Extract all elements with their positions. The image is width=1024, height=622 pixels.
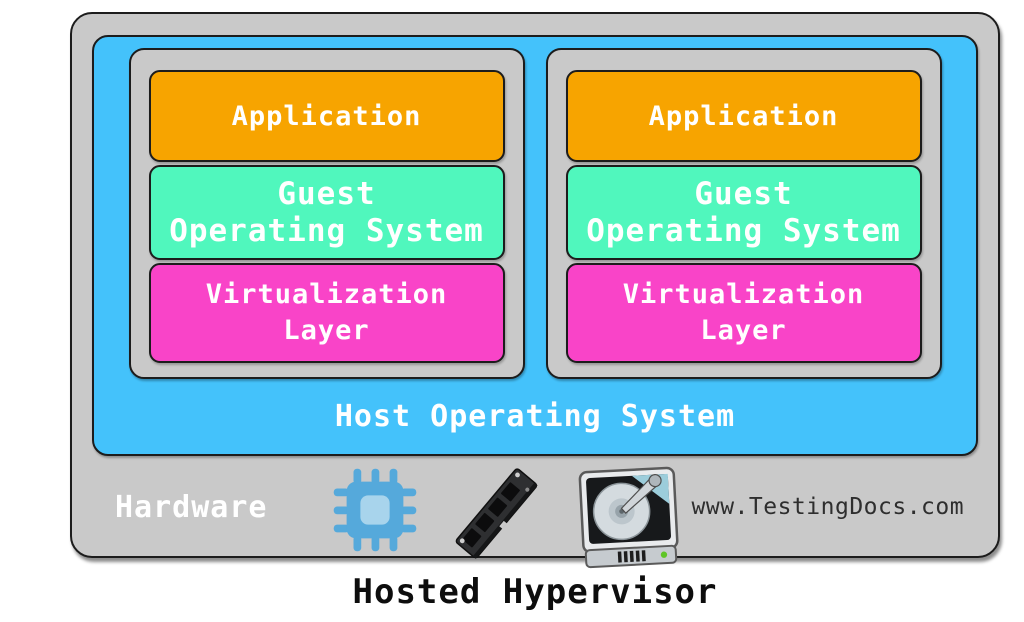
vm2-virtualization-layer-label: Virtualization Layer: [622, 278, 865, 346]
vm2-guest-os-box: Guest Operating System: [565, 165, 922, 260]
ram-icon: [444, 461, 548, 569]
diagram-title: Hosted Hypervisor: [352, 572, 718, 612]
vm-box-2: Application Guest Operating System Virtu…: [545, 48, 942, 379]
watermark-text: www.TestingDocs.com: [691, 494, 965, 520]
vm1-virtualization-layer-box: Virtualization Layer: [148, 263, 505, 363]
vm1-virtualization-layer-label: Virtualization Layer: [205, 278, 448, 346]
vm2-virtualization-layer-box: Virtualization Layer: [565, 263, 922, 363]
hardware-strip: Hardware: [72, 456, 998, 569]
vm-row: Application Guest Operating System Virtu…: [94, 48, 976, 379]
vm2-application-label: Application: [648, 100, 839, 132]
hdd-icon: [574, 466, 684, 574]
hardware-layer-box: Application Guest Operating System Virtu…: [70, 12, 1000, 569]
vm-box-1: Application Guest Operating System Virtu…: [128, 48, 525, 379]
host-os-label: Host Operating System: [334, 399, 736, 434]
vm1-application-box: Application: [148, 70, 505, 162]
cpu-icon: [332, 467, 418, 557]
vm2-application-box: Application: [565, 70, 922, 162]
vm2-guest-os-label: Guest Operating System: [586, 175, 901, 249]
host-os-layer-box: Application Guest Operating System Virtu…: [92, 35, 978, 456]
vm1-application-label: Application: [231, 100, 422, 132]
vm1-guest-os-label: Guest Operating System: [169, 175, 484, 249]
hardware-label: Hardware: [115, 489, 268, 525]
vm1-guest-os-box: Guest Operating System: [148, 165, 505, 260]
